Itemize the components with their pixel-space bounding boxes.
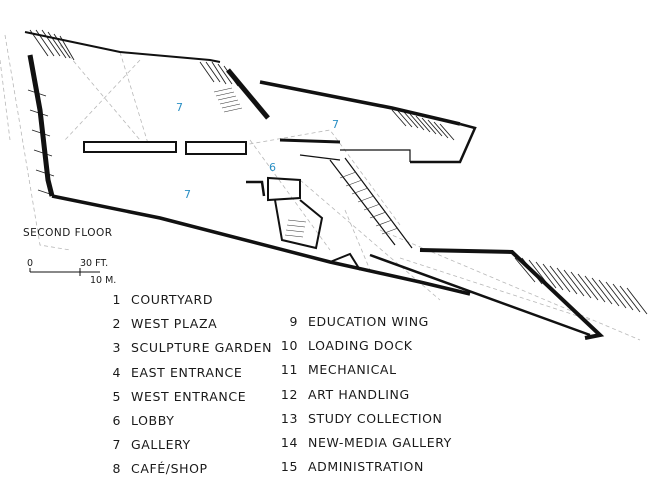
room-label-lobby: 6 — [269, 161, 276, 174]
legend-label: GALLERY — [131, 437, 191, 453]
legend-number: 3 — [112, 340, 121, 356]
building-walls — [24, 31, 605, 340]
legend-number: 12 — [280, 386, 298, 402]
legend-label: STUDY COLLECTION — [308, 410, 443, 426]
legend-label: NEW-MEDIA GALLERY — [308, 435, 452, 450]
context-lines — [0, 34, 641, 341]
scale-zero-label: 0 — [27, 258, 33, 269]
legend-number: 7 — [112, 437, 121, 453]
legend-label: LOBBY — [131, 413, 175, 428]
legend-number: 5 — [112, 388, 121, 404]
legend-label: ADMINISTRATION — [308, 459, 424, 475]
legend-label: COURTYARD — [131, 292, 214, 307]
legend-number: 2 — [112, 316, 121, 332]
legend-label: CAFÉ/SHOP — [131, 461, 208, 477]
room-label-gallery-south: 7 — [184, 188, 191, 201]
scale-feet-label: 30 FT. — [80, 258, 108, 269]
legend-label: EDUCATION WING — [308, 314, 429, 329]
legend-label: ART HANDLING — [308, 386, 410, 402]
legend-number: 9 — [289, 314, 298, 329]
legend-label: WEST PLAZA — [131, 316, 218, 332]
floor-title: SECOND FLOOR — [23, 227, 113, 239]
legend-number: 11 — [280, 362, 298, 378]
legend-right-column: 9 EDUCATION WING 10 LOADING DOCK 11 MECHANICA… — [276, 313, 466, 483]
legend-number: 14 — [280, 435, 298, 450]
north-wall-hatching — [27, 29, 648, 315]
room-label-gallery-north: 7 — [176, 101, 183, 114]
scale-meters-label: 10 M. — [90, 275, 116, 286]
legend-number: 4 — [112, 364, 121, 380]
legend-number: 10 — [280, 338, 298, 354]
legend-label: WEST ENTRANCE — [131, 388, 247, 404]
legend-label: MECHANICAL — [308, 362, 397, 378]
legend-label: LOADING DOCK — [308, 338, 413, 354]
legend-number: 13 — [280, 410, 298, 426]
scale-bar: 0 30 FT. 10 M. — [27, 258, 116, 286]
room-label-gallery-east: 7 — [332, 118, 339, 131]
legend-label: EAST ENTRANCE — [131, 364, 243, 380]
legend-number: 8 — [112, 461, 121, 477]
legend-label: SCULPTURE GARDEN — [131, 340, 273, 356]
legend-number: 6 — [112, 413, 121, 428]
legend-number: 15 — [280, 459, 298, 475]
stair-treads — [213, 87, 399, 238]
legend-number: 1 — [112, 292, 121, 307]
